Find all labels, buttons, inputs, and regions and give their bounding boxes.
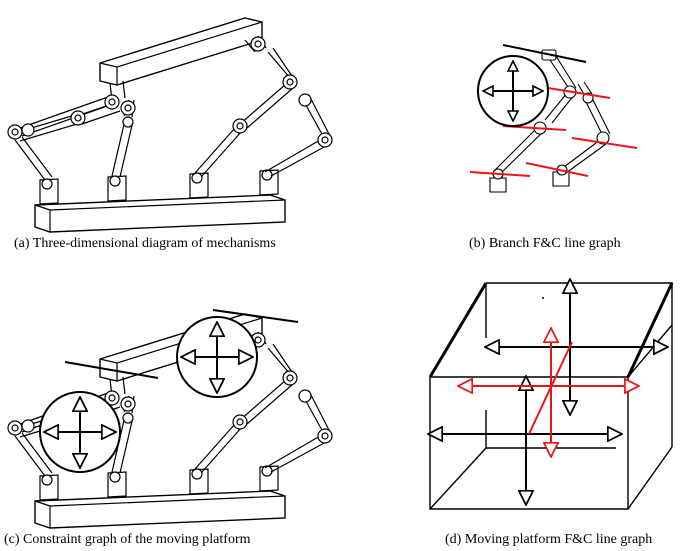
caption-a: (a) Three-dimensional diagram of mechani… (14, 236, 276, 251)
caption-b: (b) Branch F&C line graph (469, 236, 621, 251)
branch-fc-line-graph (469, 44, 638, 193)
constraint-graph (7, 309, 333, 529)
mechanism-3d-diagram (7, 17, 333, 233)
caption-d: (d) Moving platform F&C line graph (445, 532, 653, 547)
caption-c: (c) Constraint graph of the moving platf… (4, 532, 251, 547)
moving-platform-fc-graph (428, 279, 674, 510)
